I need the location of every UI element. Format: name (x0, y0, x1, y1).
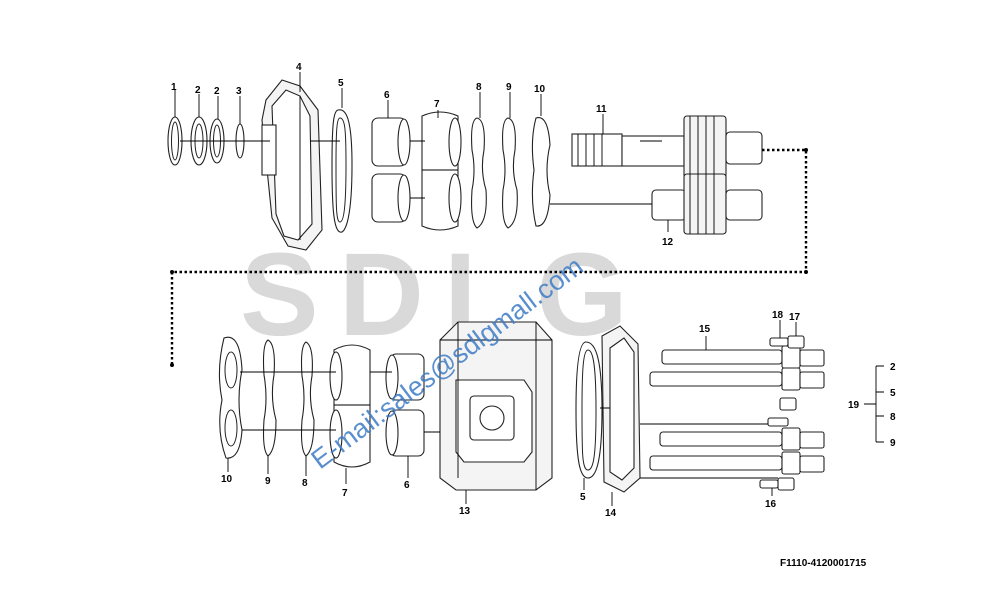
callout-17: 17 (789, 312, 801, 323)
part-11-drive-gear-shaft (571, 115, 763, 179)
part-16-17-18-fasteners (759, 335, 805, 491)
callout-7: 7 (342, 488, 348, 499)
part-12-driven-gear (651, 173, 763, 235)
drawing-code: F1110-4120001715 (780, 558, 867, 569)
callout-11: 11 (596, 104, 607, 115)
part-15-bolts (649, 345, 825, 475)
callout-10: 10 (221, 474, 233, 485)
part-6-bearings-bottom (385, 353, 425, 457)
part-5-gasket-bottom (575, 341, 603, 479)
callout-5: 5 (338, 78, 344, 89)
callout-10: 10 (534, 84, 546, 95)
callout-13: 13 (459, 506, 471, 517)
part-10-wear-plate-top (531, 117, 551, 227)
callout-8: 8 (302, 478, 308, 489)
part-5-gasket-top (331, 109, 353, 233)
callout-12: 12 (662, 237, 674, 248)
kit-item-8: 8 (890, 412, 896, 423)
part-7-bushing-bottom (329, 344, 371, 468)
watermark-brand: SDLG (240, 229, 648, 361)
callout-16: 16 (765, 499, 777, 510)
part-4-front-cover (261, 79, 323, 251)
callout-6: 6 (384, 90, 390, 101)
part-14-rear-cover (601, 325, 641, 493)
kit-item-2: 2 (890, 362, 896, 373)
assembly-link-chain (170, 148, 808, 367)
part-8-seal-top (471, 117, 487, 229)
callout-1: 1 (171, 82, 177, 93)
callout-9: 9 (506, 82, 512, 93)
callout-2: 2 (195, 85, 201, 96)
callout-8: 8 (476, 82, 482, 93)
callout-14: 14 (605, 508, 617, 519)
callout-4: 4 (296, 62, 302, 73)
part-6-bearings-top (371, 117, 411, 223)
kit-19-bracket (864, 365, 884, 443)
callout-15: 15 (699, 324, 711, 335)
part-7-bushing-top (421, 111, 462, 231)
part-1-snap-ring (167, 116, 183, 166)
callout-6: 6 (404, 480, 410, 491)
callout-5: 5 (580, 492, 586, 503)
kit-item-5: 5 (890, 388, 896, 399)
part-9-seal-bottom (262, 339, 277, 457)
part-9-seal-top (502, 117, 518, 229)
part-10-wear-plate-bottom (218, 336, 243, 459)
part-13-gear-housing (439, 321, 553, 491)
callout-2: 2 (214, 86, 220, 97)
callout-9: 9 (265, 476, 271, 487)
kit-item-9: 9 (890, 438, 896, 449)
callout-18: 18 (772, 310, 784, 321)
callout-7: 7 (434, 99, 440, 110)
kit-19-label: 19 (848, 400, 860, 411)
part-8-seal-bottom (300, 341, 315, 457)
callout-3: 3 (236, 86, 242, 97)
